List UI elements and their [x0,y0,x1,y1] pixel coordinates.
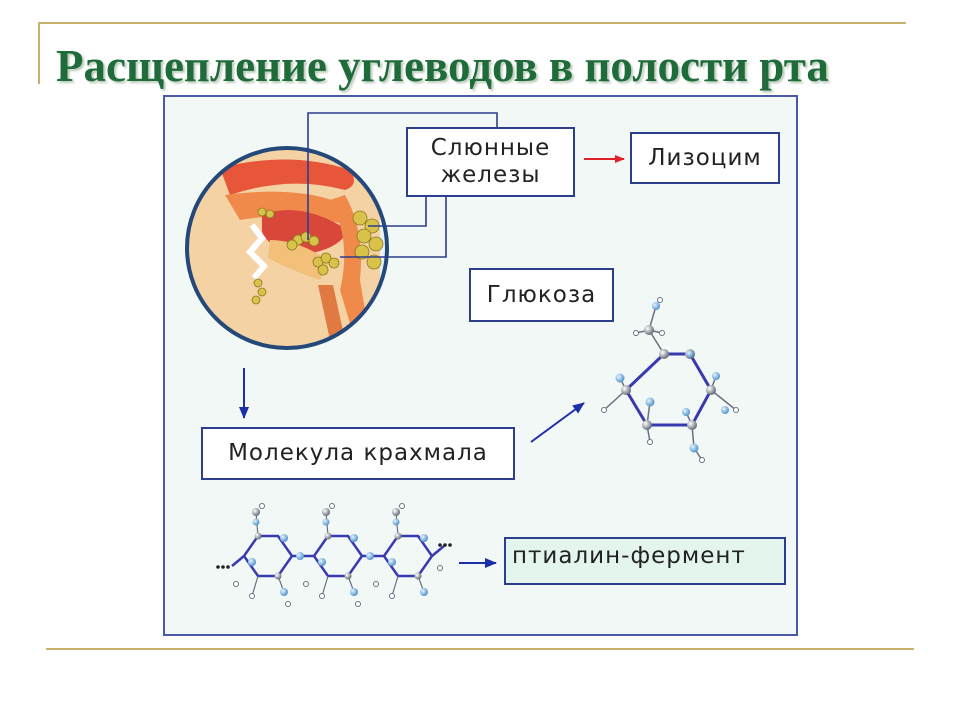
bottom-rule [46,648,914,650]
mouth-anatomy-illustration [185,146,389,350]
diagonal-arrow [530,402,585,443]
glucose-label: Глюкоза [486,281,597,308]
salivary-glands-label-line1: Слюнные [430,135,551,161]
glucose-box: Глюкоза [469,268,614,322]
top-rule [38,22,906,24]
starch-molecule-box: Молекула крахмала [201,427,515,480]
gland-connector-lines [307,112,498,258]
ptyalin-enzyme-label: птиалин-фермент [512,543,746,569]
left-rule [38,22,40,84]
page-title: Расщепление углеводов в полости рта [56,41,829,91]
lysozyme-label: Лизоцим [648,144,762,171]
salivary-glands-box: Слюнные железы [406,127,575,197]
starch-molecule-label: Молекула крахмала [228,440,488,466]
ptyalin-enzyme-box: птиалин-фермент [504,537,786,585]
lysozyme-box: Лизоцим [630,132,780,184]
salivary-glands-label-line2: железы [440,162,541,188]
glucose-molecule [601,297,739,463]
starch-chain-molecule [216,503,452,607]
